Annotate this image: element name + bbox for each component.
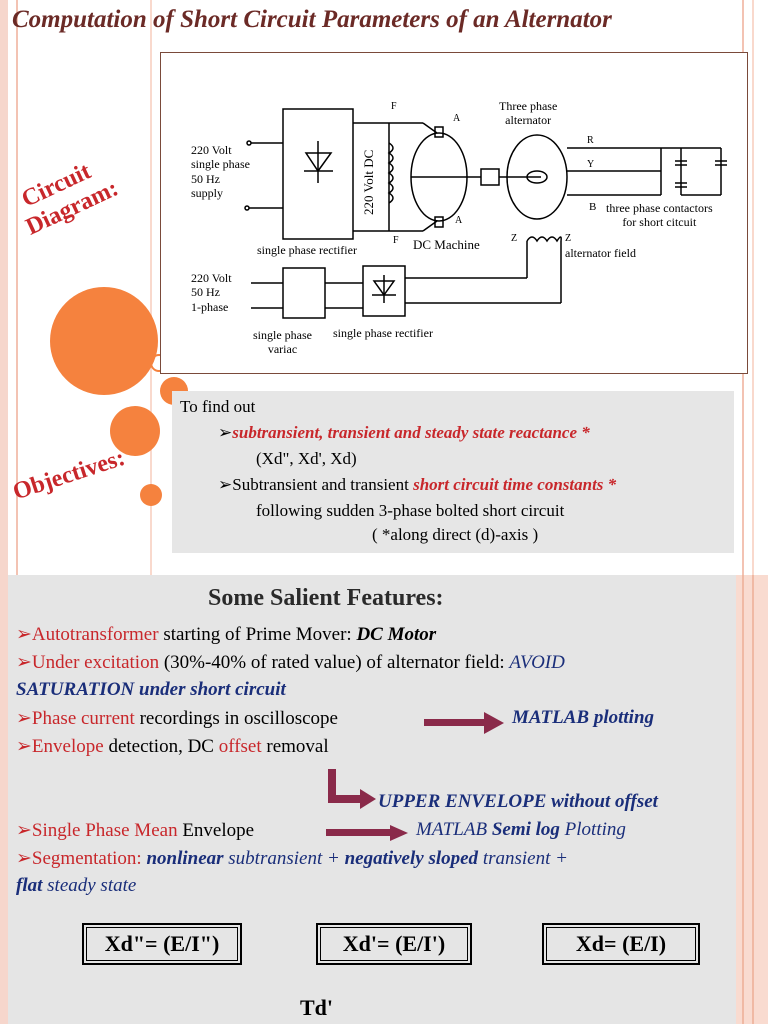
feature-5: ➢Single Phase Mean Envelope: [16, 820, 255, 841]
feature-6-line2: flat steady state: [16, 875, 137, 896]
left-stripe: [0, 0, 8, 575]
slide-features: Some Salient Features: ➢Autotransformer …: [0, 575, 768, 1024]
arrow-bullet-icon: ➢: [218, 423, 233, 442]
terminal-F: F: [393, 235, 399, 246]
terminal-F: F: [391, 101, 397, 112]
feature-6: ➢Segmentation: nonlinear subtransient + …: [16, 848, 568, 869]
terminal-A: A: [453, 113, 461, 124]
alternator-label: Three phase alternator: [499, 99, 558, 128]
arrow-icon: [326, 825, 408, 841]
dc-voltage-label: 220 Volt DC: [361, 149, 376, 215]
objective-item-1: ➢subtransient, transient and steady stat…: [218, 423, 590, 442]
reactance-symbols: (Xd", Xd', Xd): [256, 449, 357, 468]
arrow-bullet-icon: ➢: [16, 708, 32, 729]
arrow-bullet-icon: ➢: [218, 475, 233, 494]
rectifier-label-2: single phase rectifier: [333, 326, 433, 340]
objective-item-2: ➢Subtransient and transient short circui…: [218, 475, 617, 494]
decor-circle-large: [50, 287, 158, 395]
decor-circle: [140, 484, 162, 506]
objective-item-2-line2: following sudden 3-phase bolted short ci…: [256, 501, 565, 520]
feature-3-result: MATLAB plotting: [512, 707, 655, 728]
objectives-label: Objectives:: [9, 444, 129, 506]
terminal-Y: Y: [587, 159, 595, 170]
feature-4: ➢Envelope detection, DC offset removal: [16, 736, 329, 757]
terminal-R: R: [587, 135, 594, 146]
stripe-line: [16, 0, 18, 575]
arrow-bullet-icon: ➢: [16, 624, 32, 645]
slide-title: Computation of Short Circuit Parameters …: [12, 6, 612, 33]
variac-box: [282, 267, 326, 319]
features-panel: Some Salient Features: ➢Autotransformer …: [8, 575, 736, 1024]
objective-item-2-line3: ( *along direct (d)-axis ): [372, 525, 539, 544]
stripe-line: [752, 0, 754, 575]
feature-2: ➢Under excitation (30%-40% of rated valu…: [16, 652, 565, 673]
terminal-Z: Z: [511, 233, 518, 244]
arrow-icon: [424, 712, 504, 734]
feature-4-result: UPPER ENVELOPE without offset: [378, 791, 658, 812]
alternator-field-label: alternator field: [565, 246, 636, 260]
formula-subtransient: Xd"= (E/I"): [82, 923, 242, 965]
dc-machine-label: DC Machine: [413, 237, 480, 252]
time-constant-label: Td': [300, 995, 334, 1020]
stripe-line: [752, 575, 754, 1024]
feature-3: ➢Phase current recordings in oscilloscop…: [16, 708, 338, 729]
right-stripe: [736, 575, 768, 1024]
feature-5-result: MATLAB Semi log Plotting: [416, 819, 626, 840]
formula-transient: Xd'= (E/I'): [316, 923, 472, 965]
terminal-A: A: [455, 215, 463, 226]
objectives-box: To find out ➢subtransient, transient and…: [172, 391, 734, 553]
arrow-bullet-icon: ➢: [16, 848, 32, 869]
circuit-diagram-label: Circuit Diagram:: [17, 158, 123, 241]
alternator: [506, 134, 568, 220]
stripe-line: [742, 575, 744, 1024]
supply-label-1: 220 Volt single phase 50 Hz supply: [191, 143, 250, 201]
rectifier-box-1: [282, 108, 354, 240]
elbow-arrow-icon: [328, 769, 376, 809]
supply-label-2: 220 Volt 50 Hz 1-phase: [191, 271, 232, 314]
circuit-schematic: [244, 108, 727, 319]
feature-2-line2: SATURATION under short circuit: [16, 679, 286, 700]
stripe-line: [150, 0, 152, 575]
variac-label: single phase variac: [253, 328, 312, 357]
terminal-Z: Z: [565, 233, 572, 244]
terminal-B: B: [589, 201, 597, 213]
feature-1: ➢Autotransformer starting of Prime Mover…: [16, 624, 437, 645]
coupling: [480, 168, 500, 186]
contactors-label: three phase contactors for short citcuit: [606, 201, 713, 230]
rectifier-box-2: [362, 265, 406, 317]
circuit-diagram: 220 Volt single phase 50 Hz supply 220 V…: [160, 52, 748, 374]
features-title: Some Salient Features:: [208, 585, 444, 611]
rectifier-label-1: single phase rectifier: [257, 243, 357, 257]
arrow-bullet-icon: ➢: [16, 736, 32, 757]
slide-circuit: Computation of Short Circuit Parameters …: [0, 0, 754, 575]
arrow-bullet-icon: ➢: [16, 820, 32, 841]
formula-steady-state: Xd= (E/I): [542, 923, 700, 965]
decor-circle: [110, 406, 160, 456]
arrow-bullet-icon: ➢: [16, 652, 32, 673]
objectives-intro: To find out: [180, 397, 256, 416]
